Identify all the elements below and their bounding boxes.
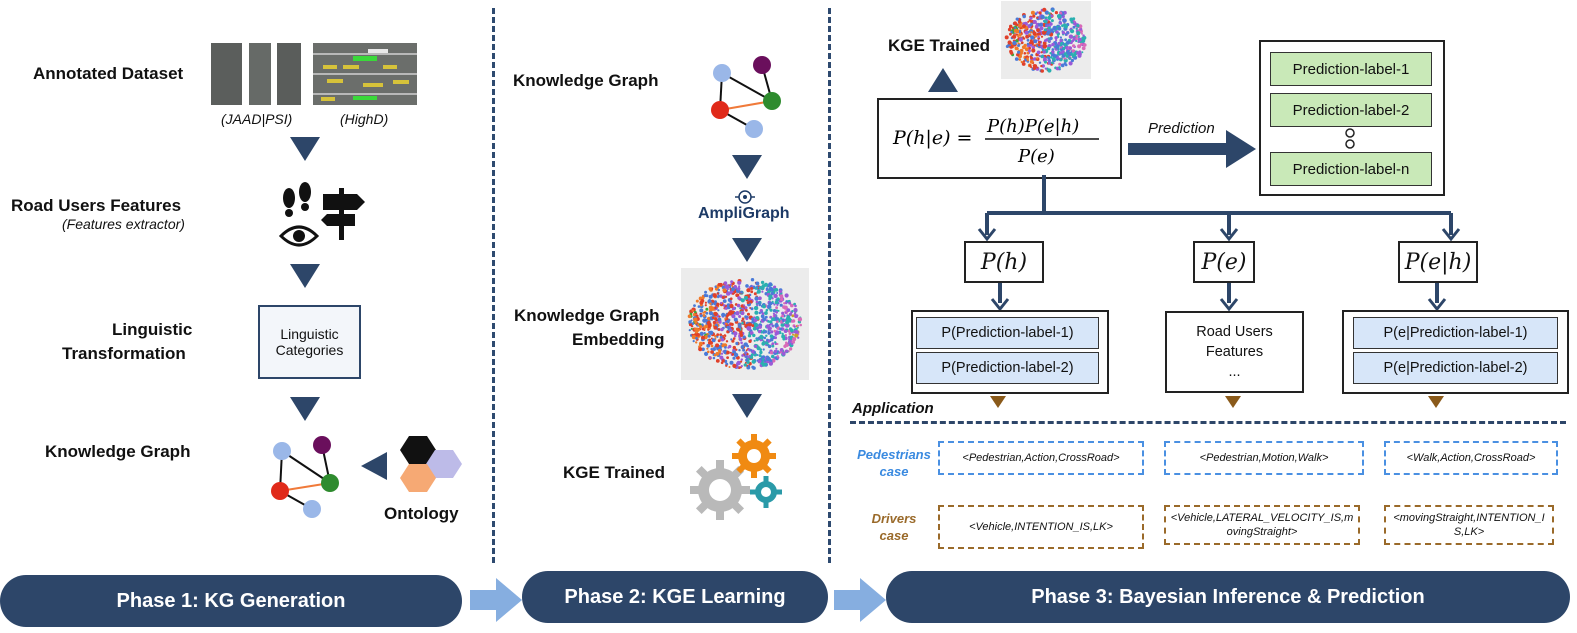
ped-triple-1: <Pedestrian,Action,CrossRoad> — [938, 441, 1144, 475]
phase-separator-2 — [828, 8, 831, 563]
jaad-psi-caption: (JAAD|PSI) — [221, 111, 293, 127]
phase-arrow-2 — [834, 578, 886, 622]
prediction-label-2: Prediction-label-2 — [1270, 93, 1432, 127]
down-arrow-1 — [290, 137, 320, 161]
embedding-scatter-image — [681, 268, 809, 380]
phase-1-banner: Phase 1: KG Generation — [0, 575, 462, 627]
svg-text:P(h|e) =: P(h|e) = — [892, 127, 972, 149]
linguistic-categories-line-1: Linguistic — [280, 326, 339, 342]
highd-frame — [313, 43, 417, 105]
up-arrow — [928, 68, 958, 92]
phase-3-banner: Phase 3: Bayesian Inference & Prediction — [886, 571, 1570, 623]
phase-arrow-1 — [470, 578, 522, 622]
p-h-box: P(h) — [964, 241, 1044, 283]
drivers-line-2: case — [879, 528, 909, 543]
pe-item-1: Road Users — [1196, 324, 1273, 340]
drv-triple-2: <Vehicle,LATERAL_VELOCITY_IS,movingStrai… — [1164, 505, 1360, 545]
down-arrow-2 — [290, 264, 320, 288]
features-icons — [278, 182, 365, 247]
peh-item-1: P(e|Prediction-label-1) — [1353, 317, 1558, 349]
knowledge-graph-icon — [271, 436, 339, 518]
ped-triple-2: <Pedestrian,Motion,Walk> — [1164, 441, 1364, 475]
p2-down-arrow-2 — [732, 238, 762, 262]
svg-text:P(e): P(e) — [1017, 146, 1055, 167]
jaad-frame-3 — [277, 43, 301, 105]
application-divider — [850, 421, 1566, 424]
ph-item-1: P(Prediction-label-1) — [916, 317, 1099, 349]
down-arrow-3 — [290, 397, 320, 421]
footprints-icon — [283, 182, 311, 217]
pe-item-3: ... — [1228, 364, 1241, 380]
tree-connectors — [977, 175, 1461, 312]
ontology-label: Ontology — [384, 504, 459, 523]
ph-item-2: P(Prediction-label-2) — [916, 352, 1099, 384]
drv-triple-1: <Vehicle,INTENTION_IS,LK> — [938, 505, 1144, 549]
pedestrians-line-1: Pedestrians — [857, 447, 931, 462]
pe-list-box: Road Users Features ... — [1165, 311, 1304, 393]
p2-kge-trained-label: KGE Trained — [563, 463, 666, 482]
phase-separator-1 — [492, 8, 495, 563]
eye-icon — [278, 225, 320, 247]
ampligraph-logo-text: AmpliGraph — [698, 205, 790, 222]
jaad-frame-1 — [211, 43, 242, 105]
application-arrows — [990, 396, 1444, 408]
linguistic-categories-line-2: Categories — [275, 342, 344, 358]
kge-label-2: Embedding — [572, 330, 665, 349]
prediction-label-n: Prediction-label-n — [1270, 152, 1432, 186]
highd-caption: (HighD) — [340, 111, 389, 127]
p2-knowledge-graph-icon — [711, 56, 781, 138]
pe-item-2: Features — [1205, 344, 1264, 360]
svg-text:P(h)P(e|h): P(h)P(e|h) — [986, 116, 1079, 137]
prediction-label-1: Prediction-label-1 — [1270, 52, 1432, 86]
application-label: Application — [852, 400, 934, 417]
gears-icon — [690, 434, 782, 520]
ped-triple-3: <Walk,Action,CrossRoad> — [1384, 441, 1558, 475]
p-e-given-h-box: P(e|h) — [1398, 241, 1478, 283]
p-e-box: P(e) — [1193, 241, 1255, 283]
linguistic-categories-box: Linguistic Categories — [258, 305, 361, 379]
drv-triple-3: <movingStraight,INTENTION_IS,LK> — [1384, 505, 1554, 545]
bayes-formula-box: P(h|e) = P(h)P(e|h) P(e) — [877, 98, 1122, 179]
linguistic-label-1: Linguistic — [112, 320, 193, 339]
p2-knowledge-graph-label: Knowledge Graph — [513, 71, 659, 90]
kge-trained-scatter-image — [1001, 1, 1091, 79]
prediction-label: Prediction — [1148, 120, 1215, 137]
phase-2-banner: Phase 2: KGE Learning — [522, 571, 828, 623]
jaad-frame-2 — [249, 43, 271, 105]
signpost-icon — [321, 188, 365, 240]
peh-item-2: P(e|Prediction-label-2) — [1353, 352, 1558, 384]
left-arrow-ontology — [361, 452, 387, 480]
linguistic-label-2: Transformation — [62, 344, 186, 363]
drivers-line-1: Drivers — [871, 511, 917, 526]
p2-down-arrow-3 — [732, 394, 762, 418]
prediction-arrow — [1128, 130, 1256, 168]
ampligraph-logo-icon — [735, 190, 755, 204]
knowledge-graph-label: Knowledge Graph — [45, 442, 191, 461]
features-extractor-label: (Features extractor) — [62, 216, 185, 232]
kge-label-1: Knowledge Graph — [514, 306, 660, 325]
ellipsis-icon — [1345, 128, 1355, 149]
road-users-features-label: Road Users Features — [11, 196, 182, 215]
drivers-case-label: Drivers case — [854, 510, 934, 544]
pedestrians-line-2: case — [879, 464, 909, 479]
ontology-icon — [400, 436, 462, 492]
p3-kge-trained-label: KGE Trained — [888, 36, 991, 55]
p2-down-arrow-1 — [732, 155, 762, 179]
annotated-dataset-label: Annotated Dataset — [33, 64, 184, 83]
pedestrians-case-label: Pedestrians case — [854, 446, 934, 480]
